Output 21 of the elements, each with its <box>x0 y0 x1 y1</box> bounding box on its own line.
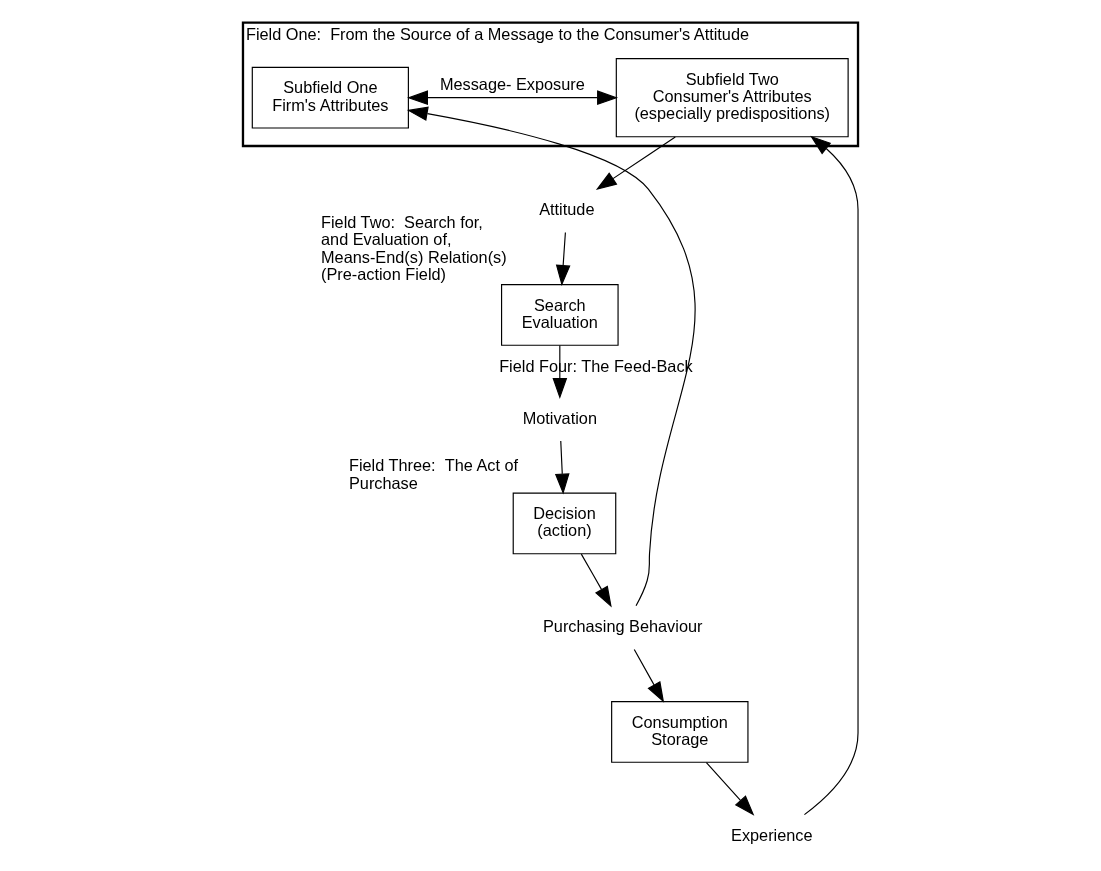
arrow <box>580 553 612 608</box>
arrow <box>705 762 755 816</box>
node-label: Field Two: Search for, and Evaluation of, Means-End(s) Relation(s) (Pre-action Field) <box>321 212 507 284</box>
node-box: Search Evaluation <box>501 284 619 346</box>
arrow <box>633 648 665 703</box>
node-box: Subfield Two Consumer's Attributes (especially predispositions) <box>615 58 849 138</box>
node-text: Experience <box>731 825 813 844</box>
arrow <box>407 90 619 106</box>
node-text: Motivation <box>522 408 597 427</box>
node-box: Consumption Storage <box>611 701 749 763</box>
arrow <box>595 136 676 191</box>
node-box: Subfield One Firm's Attributes <box>251 66 409 129</box>
arrow <box>406 106 696 607</box>
edge-label: Message- Exposure <box>439 74 585 93</box>
node-text: Purchasing Behaviour <box>542 617 703 636</box>
arrow <box>555 231 571 287</box>
node-box: Decision (action) <box>512 492 617 555</box>
node-label: Field Three: The Act of Purchase <box>348 456 519 492</box>
node-text: Attitude <box>539 199 595 218</box>
arrow <box>554 440 570 495</box>
arrow <box>803 135 859 816</box>
